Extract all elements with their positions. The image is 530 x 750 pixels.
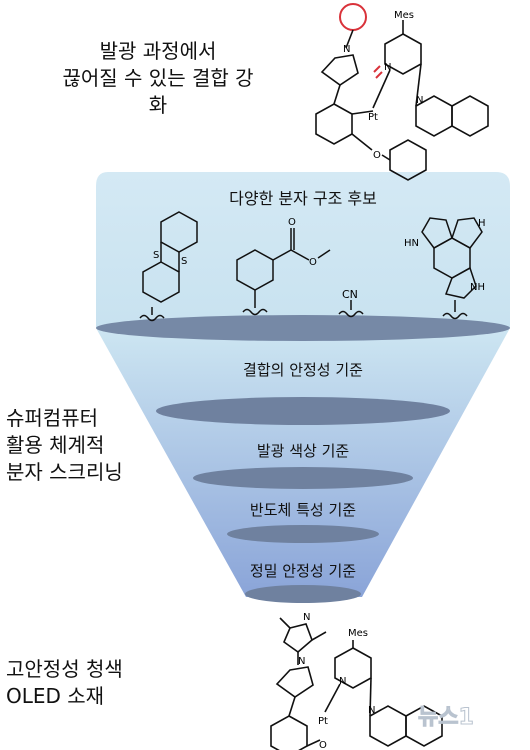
bottom-n-label: N [303, 612, 310, 623]
sulfone-s-label: S [153, 250, 159, 261]
candidate-pyrrole [421, 217, 483, 320]
bottom-n-label: N [368, 705, 375, 716]
bottom-pt-label: Pt [318, 716, 328, 727]
nitrile-cn-label: CN [342, 288, 358, 301]
stage4-disc [245, 585, 361, 603]
funnel-top-disc [96, 315, 510, 341]
bottom-n-label: N [298, 656, 305, 667]
bottom-o-label: O [319, 740, 327, 750]
candidate-nitrile [338, 300, 364, 318]
pyrrole-h-label: H [478, 218, 486, 229]
bottom-pt-complex [270, 617, 443, 750]
watermark: 뉴스1 [418, 705, 474, 730]
ester-o-label: O [309, 257, 317, 268]
side-caption: 슈퍼컴퓨터 활용 체계적 분자 스크리닝 [6, 406, 123, 484]
highlight-circle [339, 3, 367, 31]
top-o-label: O [373, 150, 381, 161]
stage2-disc [193, 467, 413, 489]
top-pt-complex [315, 3, 489, 181]
top-n-label: N [416, 95, 423, 106]
bottom-caption: 고안정성 청색 OLED 소재 [6, 657, 123, 708]
sulfone-s-label: S [181, 256, 187, 267]
stage3-disc [227, 525, 379, 543]
top-n-label: N [343, 44, 350, 55]
funnel-body [96, 328, 510, 597]
top-mes-label: Mes [394, 10, 414, 21]
candidate-sulfone [139, 211, 198, 322]
pyrrole-hn-label: HN [404, 238, 419, 249]
candidates-title: 다양한 분자 구조 후보 [229, 189, 377, 208]
pyrrole-nh-label: NH [470, 282, 485, 293]
top-n-label: N [384, 62, 391, 73]
stage3-label: 반도체 특성 기준 [249, 501, 357, 519]
bottom-mes-label: Mes [348, 628, 368, 639]
bottom-n-label: N [339, 676, 346, 687]
stage2-label: 발광 색상 기준 [256, 442, 350, 460]
candidate-ester [236, 228, 331, 316]
top-pt-label: Pt [368, 112, 378, 123]
stage4-label: 정밀 안정성 기준 [249, 562, 357, 580]
stage1-disc [156, 397, 450, 425]
ester-o-label: O [288, 217, 296, 228]
stage1-label: 결합의 안정성 기준 [243, 361, 363, 379]
top-caption: 발광 과정에서 끊어질 수 있는 결합 강화 [62, 39, 254, 117]
candidates-panel [96, 172, 510, 328]
